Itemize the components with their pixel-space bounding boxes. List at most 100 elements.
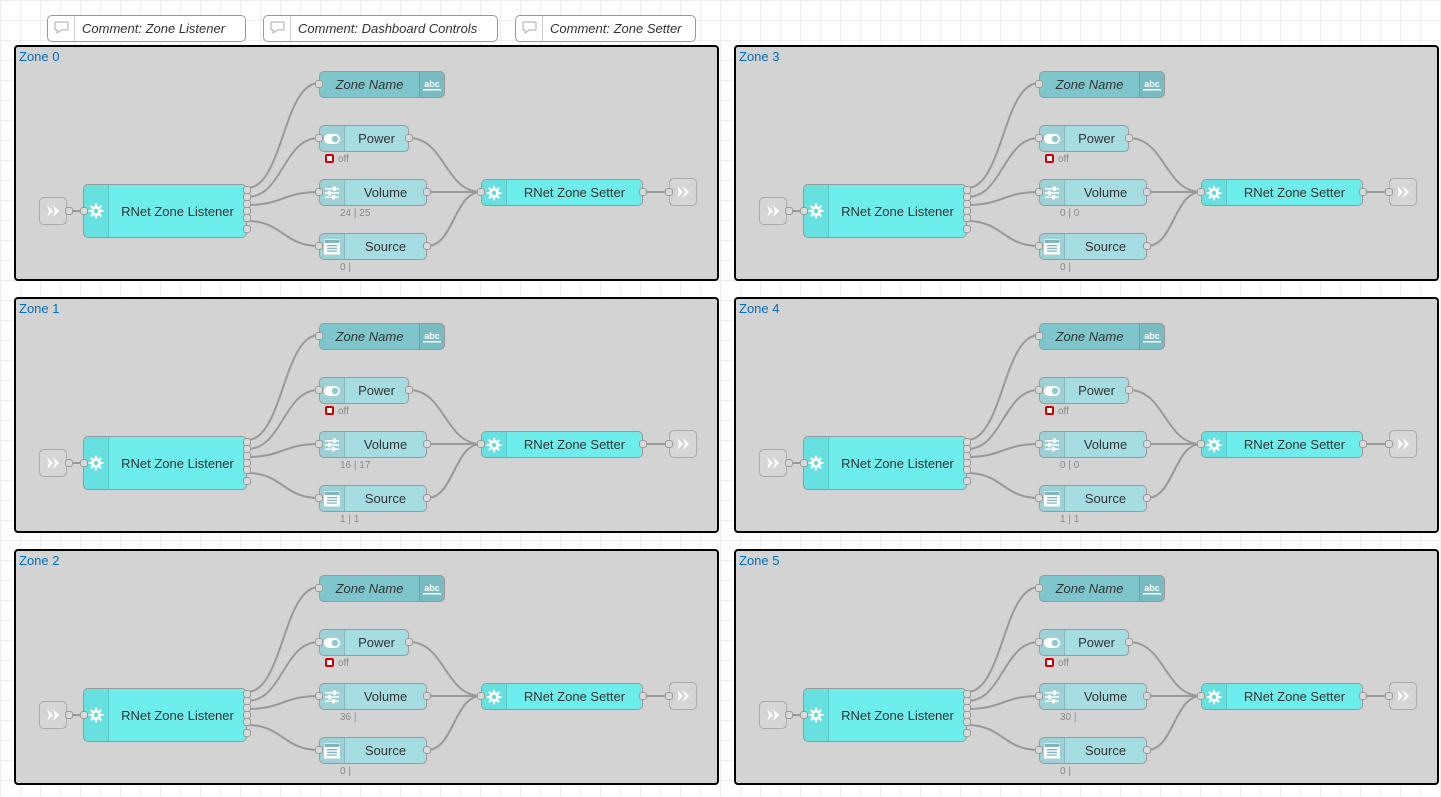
node-port[interactable] <box>665 440 673 448</box>
node-port[interactable] <box>1035 494 1043 502</box>
node-port[interactable] <box>800 711 808 719</box>
wire[interactable] <box>966 137 1040 198</box>
rnet-zone-listener-node[interactable]: RNet Zone Listener <box>83 184 247 238</box>
node-port[interactable] <box>80 207 88 215</box>
wire[interactable] <box>966 443 1040 458</box>
node-port[interactable] <box>423 746 431 754</box>
node-port[interactable] <box>423 692 431 700</box>
link-in-node[interactable] <box>759 701 787 729</box>
node-port[interactable] <box>963 225 971 233</box>
node-port[interactable] <box>963 214 971 222</box>
node-port[interactable] <box>315 746 323 754</box>
volume-slider-node[interactable]: Volume <box>319 683 427 710</box>
source-dropdown-node[interactable]: Source <box>319 485 427 512</box>
node-port[interactable] <box>1035 440 1043 448</box>
wire[interactable] <box>1146 443 1202 499</box>
node-port[interactable] <box>315 188 323 196</box>
node-port[interactable] <box>243 718 251 726</box>
wire[interactable] <box>1128 137 1202 193</box>
wire[interactable] <box>246 695 320 710</box>
node-port[interactable] <box>1035 638 1043 646</box>
node-port[interactable] <box>1385 188 1393 196</box>
wire[interactable] <box>966 641 1040 702</box>
wire[interactable] <box>246 191 320 206</box>
wire[interactable] <box>966 220 1040 247</box>
rnet-zone-listener-node[interactable]: RNet Zone Listener <box>803 436 967 490</box>
link-out-node[interactable] <box>669 430 697 458</box>
node-port[interactable] <box>405 386 413 394</box>
wire[interactable] <box>246 334 320 441</box>
node-port[interactable] <box>785 711 793 719</box>
link-in-node[interactable] <box>759 449 787 477</box>
node-port[interactable] <box>1143 242 1151 250</box>
node-port[interactable] <box>1143 188 1151 196</box>
volume-slider-node[interactable]: Volume <box>1039 683 1147 710</box>
node-port[interactable] <box>1035 386 1043 394</box>
rnet-zone-listener-node[interactable]: RNet Zone Listener <box>803 688 967 742</box>
node-port[interactable] <box>423 440 431 448</box>
volume-slider-node[interactable]: Volume <box>1039 431 1147 458</box>
node-port[interactable] <box>65 207 73 215</box>
node-port[interactable] <box>665 188 673 196</box>
rnet-zone-setter-node[interactable]: RNet Zone Setter <box>481 431 643 458</box>
power-switch-node[interactable]: Power <box>1039 377 1129 404</box>
wire[interactable] <box>246 137 320 198</box>
wire[interactable] <box>966 191 1040 206</box>
node-port[interactable] <box>80 459 88 467</box>
link-out-node[interactable] <box>1389 178 1417 206</box>
node-port[interactable] <box>1197 692 1205 700</box>
node-port[interactable] <box>243 214 251 222</box>
rnet-zone-listener-node[interactable]: RNet Zone Listener <box>83 436 247 490</box>
node-port[interactable] <box>477 692 485 700</box>
node-port[interactable] <box>639 440 647 448</box>
wire[interactable] <box>246 82 320 189</box>
node-port[interactable] <box>315 242 323 250</box>
node-port[interactable] <box>315 692 323 700</box>
wire[interactable] <box>246 586 320 693</box>
node-port[interactable] <box>1359 188 1367 196</box>
power-switch-node[interactable]: Power <box>1039 125 1129 152</box>
comment-dashboard-controls[interactable]: Comment: Dashboard Controls <box>263 15 498 42</box>
node-port[interactable] <box>1197 440 1205 448</box>
rnet-zone-setter-node[interactable]: RNet Zone Setter <box>1201 179 1363 206</box>
rnet-zone-setter-node[interactable]: RNet Zone Setter <box>481 683 643 710</box>
wire[interactable] <box>426 191 482 247</box>
node-port[interactable] <box>65 459 73 467</box>
node-port[interactable] <box>1035 692 1043 700</box>
node-port[interactable] <box>963 477 971 485</box>
volume-slider-node[interactable]: Volume <box>1039 179 1147 206</box>
link-out-node[interactable] <box>669 682 697 710</box>
node-port[interactable] <box>1125 134 1133 142</box>
wire[interactable] <box>246 220 320 247</box>
rnet-zone-setter-node[interactable]: RNet Zone Setter <box>481 179 643 206</box>
node-port[interactable] <box>639 692 647 700</box>
node-port[interactable] <box>1125 638 1133 646</box>
node-port[interactable] <box>1035 188 1043 196</box>
node-port[interactable] <box>315 440 323 448</box>
node-port[interactable] <box>1125 386 1133 394</box>
wire[interactable] <box>966 472 1040 499</box>
node-port[interactable] <box>1035 584 1043 592</box>
node-port[interactable] <box>1143 494 1151 502</box>
node-port[interactable] <box>80 711 88 719</box>
link-out-node[interactable] <box>669 178 697 206</box>
source-dropdown-node[interactable]: Source <box>319 737 427 764</box>
node-port[interactable] <box>1143 692 1151 700</box>
source-dropdown-node[interactable]: Source <box>1039 737 1147 764</box>
link-in-node[interactable] <box>39 449 67 477</box>
node-port[interactable] <box>423 494 431 502</box>
wire[interactable] <box>246 472 320 499</box>
wire[interactable] <box>966 586 1040 693</box>
wire[interactable] <box>426 695 482 751</box>
rnet-zone-setter-node[interactable]: RNet Zone Setter <box>1201 431 1363 458</box>
node-port[interactable] <box>639 188 647 196</box>
wire[interactable] <box>966 334 1040 441</box>
